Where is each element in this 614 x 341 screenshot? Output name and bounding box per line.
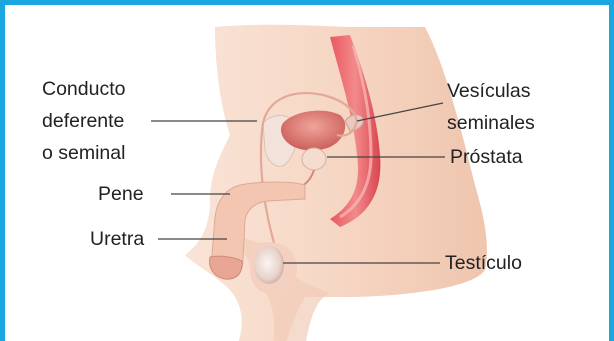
label-seminal-vesicles-line1: Vesículas [447, 80, 530, 102]
label-seminal-vesicles-line2: seminales [447, 112, 535, 134]
label-urethra: Uretra [90, 228, 144, 250]
label-prostate: Próstata [450, 146, 523, 168]
testicle-gland [254, 246, 284, 284]
label-vas-deferens-line3: o seminal [42, 142, 125, 164]
label-penis: Pene [98, 183, 144, 205]
label-vas-deferens-line1: Conducto [42, 78, 125, 100]
body-silhouette [185, 25, 487, 341]
anatomy-illustration [5, 5, 614, 341]
label-testicle: Testículo [445, 252, 522, 274]
label-vas-deferens-line2: deferente [42, 110, 124, 132]
prostate-gland [302, 148, 326, 170]
